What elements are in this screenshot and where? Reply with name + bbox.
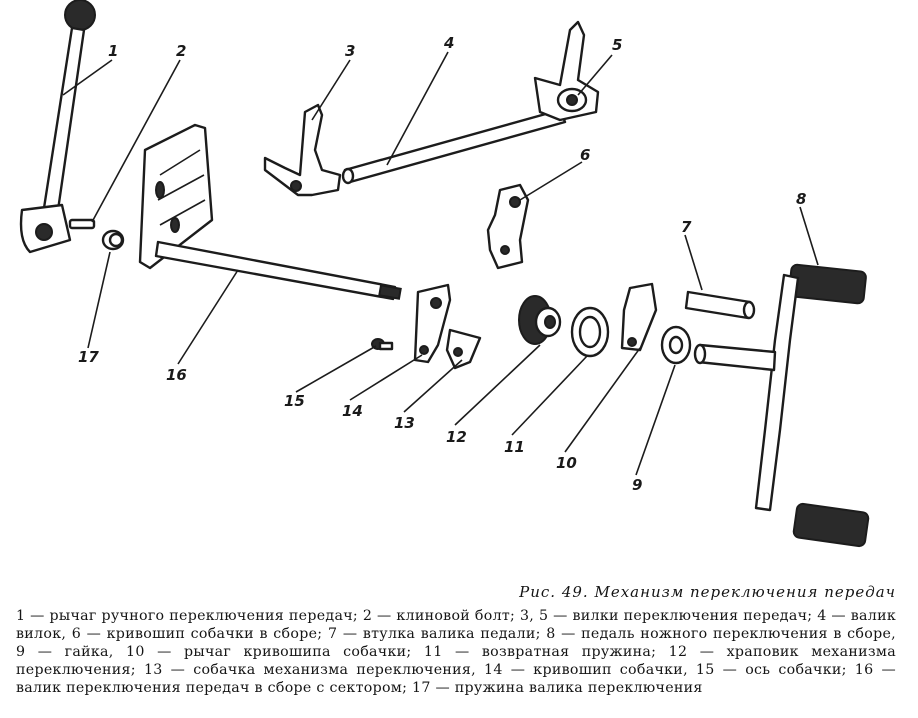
callout-9: 9 — [632, 476, 642, 494]
callout-4: 4 — [443, 34, 454, 52]
pawl-axle — [371, 338, 394, 351]
callout-16: 16 — [166, 366, 187, 384]
shift-shaft-with-sector — [138, 123, 402, 301]
callout-6: 6 — [580, 146, 590, 164]
pedal-shaft-bushing — [684, 290, 756, 320]
callout-1: 1 — [108, 42, 118, 60]
pawl-crank-lever — [620, 282, 658, 352]
callout-8: 8 — [796, 190, 806, 208]
gear-shift-mechanism-diagram: 1 2 3 4 5 6 7 8 9 10 11 12 13 14 15 16 1… — [19, 0, 870, 548]
wedge-bolt — [68, 218, 96, 230]
callout-12: 12 — [446, 428, 467, 446]
shift-fork-3 — [263, 103, 342, 197]
ratchet — [518, 295, 562, 345]
callout-numbers: 1 2 3 4 5 6 7 8 9 10 11 12 13 14 15 16 1… — [78, 34, 806, 494]
callout-5: 5 — [612, 36, 622, 54]
shift-pawl — [445, 328, 482, 370]
foot-shift-pedal — [693, 263, 870, 548]
callout-13: 13 — [394, 414, 415, 432]
leader-lines — [62, 51, 819, 476]
callout-2: 2 — [176, 42, 186, 60]
callout-17: 17 — [78, 348, 99, 366]
hand-shift-lever — [19, 0, 96, 254]
return-spring — [570, 306, 610, 358]
callout-14: 14 — [342, 402, 363, 420]
callout-3: 3 — [345, 42, 355, 60]
figure-legend: 1 — рычаг ручного переключения передач; … — [16, 608, 896, 696]
pawl-crank — [413, 283, 452, 364]
fork-shaft — [341, 108, 567, 185]
callout-10: 10 — [556, 454, 577, 472]
figure-title: Рис. 49. Механизм переключения передач — [519, 583, 896, 601]
callout-7: 7 — [681, 218, 692, 236]
nut — [660, 325, 692, 365]
pawl-crank-assembly — [486, 183, 530, 270]
callout-15: 15 — [284, 392, 305, 410]
callout-11: 11 — [504, 438, 525, 456]
shaft-spring — [101, 229, 125, 251]
figure-caption: Рис. 49. Механизм переключения передач 1… — [16, 583, 896, 697]
shift-fork-5 — [533, 20, 600, 122]
